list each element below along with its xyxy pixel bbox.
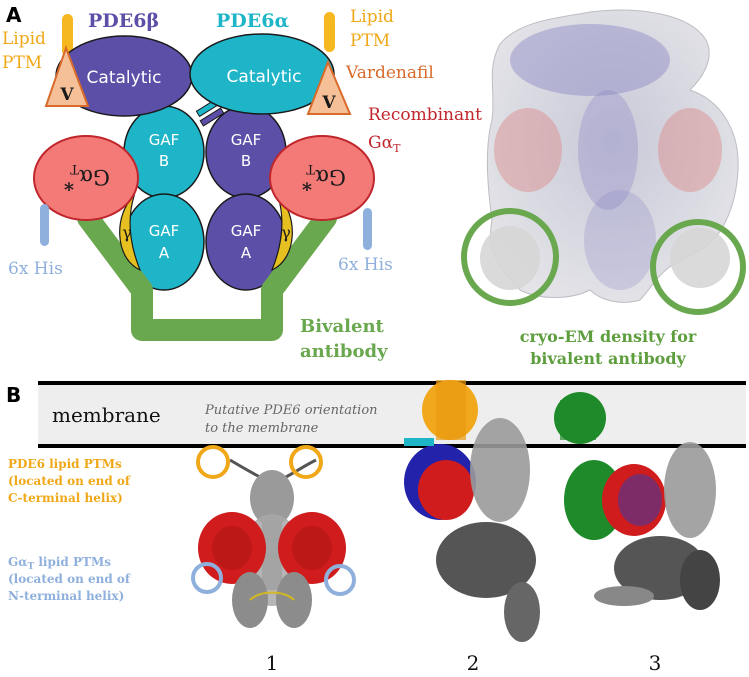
catalytic-left-label: Catalytic: [87, 68, 162, 88]
orientation-label-line2: to the membrane: [205, 421, 319, 436]
vardenafil-left-v: V: [59, 85, 74, 105]
model-1-gt-ptm-right-ring: [324, 564, 356, 596]
bivalent-antibody-shape: [77, 207, 337, 341]
galpha-right-sub: T: [306, 161, 315, 176]
his-tag-left-label: 6x His: [8, 259, 63, 279]
pde6a-label: PDE6α: [216, 10, 289, 32]
model-2-structure: [404, 380, 540, 642]
gaf-b-alpha-label-2: B: [159, 152, 169, 170]
cryo-label-line1: cryo-EM density for: [520, 327, 697, 346]
model-1-gt-ptm-left-ring: [191, 562, 223, 594]
cryo-antibody-circle-right: [650, 219, 746, 315]
gamma-right-label: γ: [281, 223, 291, 242]
pde6-ptm-label-line1: PDE6 lipid PTMs: [8, 457, 122, 471]
lipid-ptm-right-marker: [324, 12, 335, 52]
antibody-label-line2: antibody: [300, 341, 388, 362]
his-tag-right-label: 6x His: [338, 255, 393, 275]
lipid-ptm-left-marker: [62, 14, 73, 56]
recombinant-label-line1: Recombinant: [368, 105, 482, 125]
model-1-number: 1: [266, 651, 279, 675]
model-1-pde6-ptm-left-ring: [196, 445, 230, 479]
gaf-b-beta-label-2: B: [241, 152, 251, 170]
galpha-right-label: GαT: [306, 161, 346, 189]
his-tag-left-bar: [40, 204, 49, 246]
pde6-ptm-label-line3: C-terminal helix): [8, 491, 123, 505]
orientation-label-line1: Putative PDE6 orientation: [204, 403, 378, 418]
panel-b-letter: B: [6, 383, 21, 407]
galpha-left-circle: [33, 135, 139, 221]
gt-ptm-sub: T: [27, 562, 34, 572]
catalytic-right-label: Catalytic: [227, 67, 302, 87]
model-3-structure: [554, 392, 720, 610]
gaf-a-beta-label-2: A: [241, 244, 252, 262]
his-tag-right-bar: [363, 208, 372, 250]
gaf-b-beta-label-1: GAF: [231, 131, 262, 149]
gt-ptm-label-line3: N-terminal helix): [8, 589, 124, 603]
galpha-right-circle: [269, 135, 375, 221]
vardenafil-left-triangle: [44, 45, 90, 107]
model-1-pde6-ptm-right-ring: [289, 445, 323, 479]
recombinant-sub-t: T: [393, 142, 401, 155]
membrane-band: [38, 383, 746, 446]
membrane-label: membrane: [52, 403, 161, 427]
lipid-ptm-right-line2: PTM: [350, 31, 390, 51]
gaf-b-alpha-label-1: GAF: [149, 131, 180, 149]
recombinant-label-line2: GαT: [368, 133, 401, 155]
pde6b-label: PDE6β: [88, 10, 159, 32]
model-1-structure: [198, 458, 346, 628]
galpha-left-label-group: GαT: [70, 161, 110, 189]
gt-ptm-rest: lipid PTMs: [34, 555, 111, 569]
galpha-left-sub: T: [70, 161, 79, 176]
vardenafil-right-triangle: [306, 59, 352, 115]
gaf-a-beta-label-1: GAF: [231, 222, 262, 240]
lipid-ptm-left-line2: PTM: [2, 53, 42, 73]
vardenafil-label: Vardenafil: [345, 63, 434, 83]
cryo-antibody-circle-left: [461, 208, 559, 306]
galpha-right-star: *: [302, 179, 312, 201]
gamma-left-shape: [119, 194, 142, 272]
gaf-a-alpha-label-1: GAF: [149, 222, 180, 240]
pde6-ptm-label-line2: (located on end of: [8, 474, 131, 488]
gaf-a-alpha-label-2: A: [159, 244, 170, 262]
lipid-ptm-left-line1: Lipid: [2, 29, 46, 49]
gamma-right-shape: [270, 194, 293, 272]
antibody-label-line1: Bivalent: [300, 316, 385, 337]
vardenafil-right-v: V: [321, 93, 336, 113]
lipid-ptm-right-line1: Lipid: [350, 7, 394, 27]
cryo-em-density-map: [480, 9, 739, 303]
galpha-left-label: GαT: [70, 161, 110, 189]
galpha-right-label-group: GαT: [306, 161, 346, 189]
panel-a-letter: A: [6, 3, 22, 27]
gt-ptm-label-line1: GαT lipid PTMs: [8, 555, 111, 572]
galpha-left-main: Gα: [79, 165, 110, 189]
gamma-left-label: γ: [122, 223, 132, 242]
model-2-number: 2: [467, 651, 480, 675]
galpha-left-star: *: [64, 179, 74, 201]
cryo-label-line2: bivalent antibody: [530, 349, 686, 368]
gt-ptm-galpha: Gα: [8, 555, 27, 569]
model-3-number: 3: [649, 651, 662, 675]
recombinant-galpha: Gα: [368, 133, 394, 153]
galpha-right-main: Gα: [315, 165, 346, 189]
gt-ptm-label-line2: (located on end of: [8, 572, 131, 586]
